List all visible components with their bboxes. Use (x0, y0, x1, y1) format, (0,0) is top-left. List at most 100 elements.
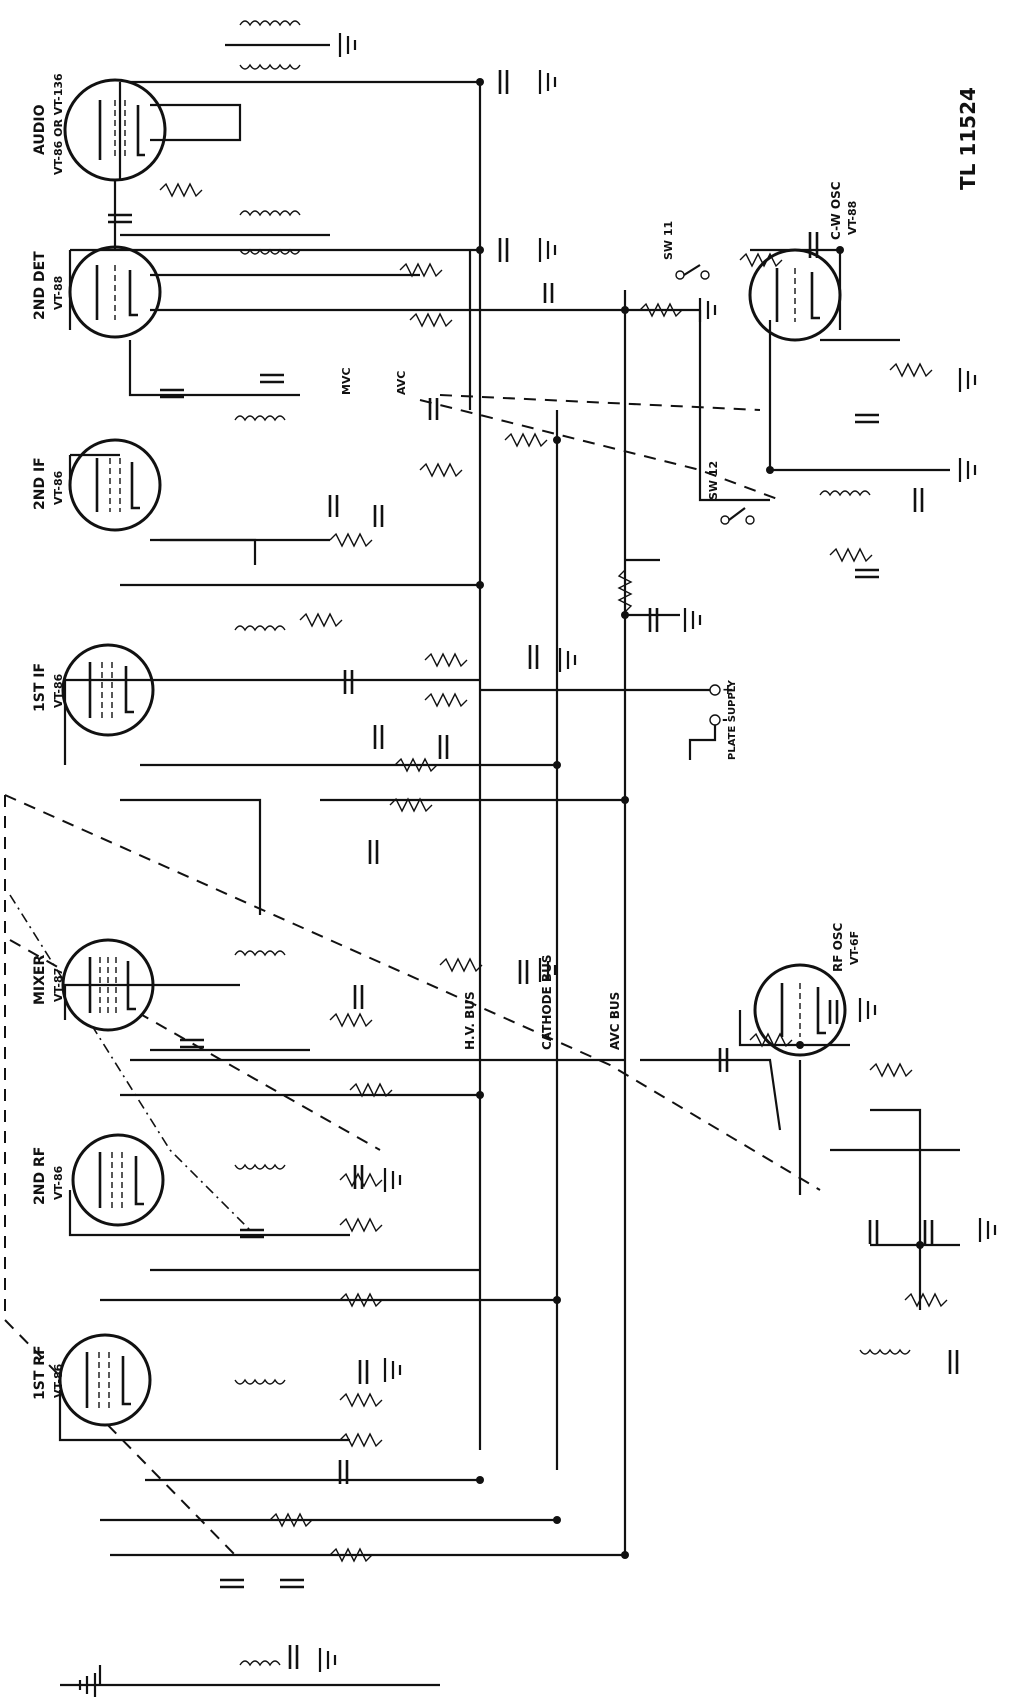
junctions (476, 78, 924, 1559)
cwosc-tube-type: VT-88 (846, 201, 859, 235)
audio-stage-name: AUDIO (32, 104, 48, 155)
resistor-r16 (389, 797, 433, 813)
transformer-t1-primary (239, 210, 301, 217)
ground-7 (558, 648, 577, 672)
cap-c60 (438, 735, 449, 759)
cap-c83 (828, 1000, 839, 1024)
coil-l5 (234, 1163, 286, 1170)
gang-line-6 (439, 394, 761, 411)
cap-c47 (718, 1048, 729, 1072)
transformer-t2-secondary (239, 63, 301, 70)
resistor-r3 (339, 1392, 383, 1408)
if2-tube-type: VT-86 (52, 470, 65, 505)
coil-l1 (239, 1660, 281, 1667)
cap-c80 (498, 70, 509, 94)
mvc-label: MVC (340, 367, 353, 395)
coil-l9 (859, 1348, 911, 1355)
rfosc-tube-type: VT-6F (848, 931, 861, 965)
resistor-r36 (504, 432, 548, 448)
cap-c74 (498, 238, 509, 262)
cap-c40 (868, 1220, 879, 1244)
coil-l28 (234, 950, 286, 957)
tube-rf-osc (753, 963, 847, 1057)
cap-c44 (948, 1350, 959, 1374)
gang-line-2 (4, 794, 821, 1191)
resistor-r25 (419, 462, 463, 478)
cap-c75 (648, 608, 659, 632)
grounds (78, 33, 997, 1697)
coil-l3 (234, 1378, 286, 1385)
resistor-r2 (339, 1432, 383, 1448)
cap-c57 (343, 670, 354, 694)
cwosc-stage-name: C-W OSC (829, 181, 843, 240)
coil-l31 (819, 490, 871, 497)
resistor-r51 (829, 547, 873, 563)
rf1-stage-name: 1ST RF (32, 1345, 48, 1400)
sw11-label: SW 11 (662, 221, 675, 260)
tube-1st-if (61, 643, 155, 737)
resistor-r4 (329, 1547, 373, 1563)
ground-4 (698, 298, 717, 322)
ground-11 (978, 1218, 997, 1242)
transformer-t2-primary (239, 20, 301, 27)
ground-10 (858, 998, 877, 1022)
avc-label: AVC (395, 371, 408, 395)
resistor-r37 (739, 252, 783, 268)
plate-supply: + - PLATE SUPPLY (480, 679, 738, 760)
gang-line-1 (4, 795, 241, 1561)
resistor-r32 (399, 262, 443, 278)
capacitors (108, 70, 959, 1669)
rfosc-stage-name: RF OSC (831, 923, 845, 972)
ground-2 (538, 70, 557, 94)
ground-15 (78, 1673, 97, 1697)
ground-14 (318, 1648, 337, 1672)
cap-c41 (543, 283, 554, 303)
resistor-r10 (339, 1292, 383, 1308)
supply-plus: + (722, 682, 734, 698)
hv-bus-label: H.V. BUS (463, 991, 477, 1050)
switches: SW 11 MVC AVC SW 12 (340, 221, 755, 525)
tube-2nd-if (68, 438, 162, 532)
gang-line-3 (9, 894, 251, 1231)
resistor-r33b (269, 1512, 313, 1528)
sw12-label: SW 12 (707, 461, 720, 500)
cap-c70 (328, 495, 339, 517)
cap-c50 (518, 960, 529, 984)
cap-c64 (260, 373, 284, 384)
cathode-bus-label: CATHODE BUS (540, 955, 554, 1050)
avc-bus-label: AVC BUS (608, 992, 622, 1050)
cap-c49 (353, 985, 364, 1009)
cap-c52 (923, 1220, 934, 1244)
coil-l29 (234, 625, 286, 632)
cap-c27 (288, 1645, 299, 1669)
cap-c87 (808, 232, 819, 258)
supply-label: PLATE SUPPLY (727, 679, 738, 760)
audio-tube-type: VT-86 OR VT-136 (52, 73, 65, 175)
cap-c73 (428, 398, 439, 420)
coil-l30 (234, 415, 286, 422)
resistor-r24 (329, 532, 373, 548)
cap-c61 (528, 645, 539, 669)
resistor-r19 (394, 757, 438, 773)
drawing-number: TL 11524 (956, 87, 980, 190)
cap-c102 (280, 1578, 304, 1589)
if2-stage-name: 2ND IF (32, 457, 48, 510)
cap-c76 (108, 213, 132, 224)
resistor-r41 (749, 1032, 793, 1048)
resistor-r43 (889, 362, 933, 378)
det-stage-name: 2ND DET (32, 251, 48, 320)
cap-c85 (855, 413, 879, 424)
gang-line-5 (419, 399, 781, 501)
resistor-r22 (299, 612, 343, 628)
mixer-stage-name: MIXER (32, 955, 48, 1005)
rf1-tube-type: VT-86 (52, 1363, 65, 1398)
cap-c101 (220, 1578, 244, 1589)
tube-audio (63, 78, 167, 182)
transformer-t1-secondary (239, 248, 301, 255)
resistor-r28 (409, 312, 453, 328)
tube-1st-rf (58, 1333, 152, 1427)
mixer-tube-type: VT-87 (52, 968, 65, 1002)
cap-c30 (338, 1460, 349, 1484)
supply-minus: - (722, 712, 728, 728)
